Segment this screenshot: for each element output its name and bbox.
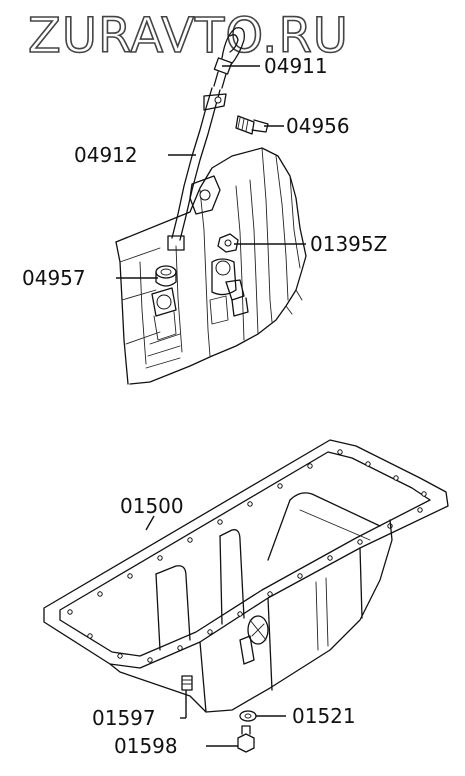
part-label-04956: 04956 xyxy=(286,114,350,138)
flange-holes xyxy=(67,449,427,663)
bolt-drawing xyxy=(235,115,269,135)
dipstick-drawing xyxy=(213,27,245,89)
part-label-01500: 01500 xyxy=(120,494,184,518)
engine-block-drawing xyxy=(115,147,307,385)
gasket-drawing xyxy=(239,710,257,722)
guide-tube-drawing xyxy=(167,87,227,251)
part-label-04911: 04911 xyxy=(264,54,328,78)
leader-lines xyxy=(116,65,306,747)
nut-drawing xyxy=(217,233,239,253)
o-ring-drawing xyxy=(155,265,177,287)
part-label-04957: 04957 xyxy=(22,266,86,290)
drain-plug-drawing xyxy=(237,725,255,753)
sensor-drawing xyxy=(181,675,193,691)
part-label-04912: 04912 xyxy=(74,143,138,167)
part-label-01598: 01598 xyxy=(114,734,178,758)
part-label-01395Z: 01395Z xyxy=(310,232,387,256)
part-label-01597: 01597 xyxy=(92,706,156,730)
part-label-01521: 01521 xyxy=(292,704,356,728)
oil-pan-drawing xyxy=(43,439,449,713)
watermark: ZURAVTO.RU xyxy=(28,8,349,64)
